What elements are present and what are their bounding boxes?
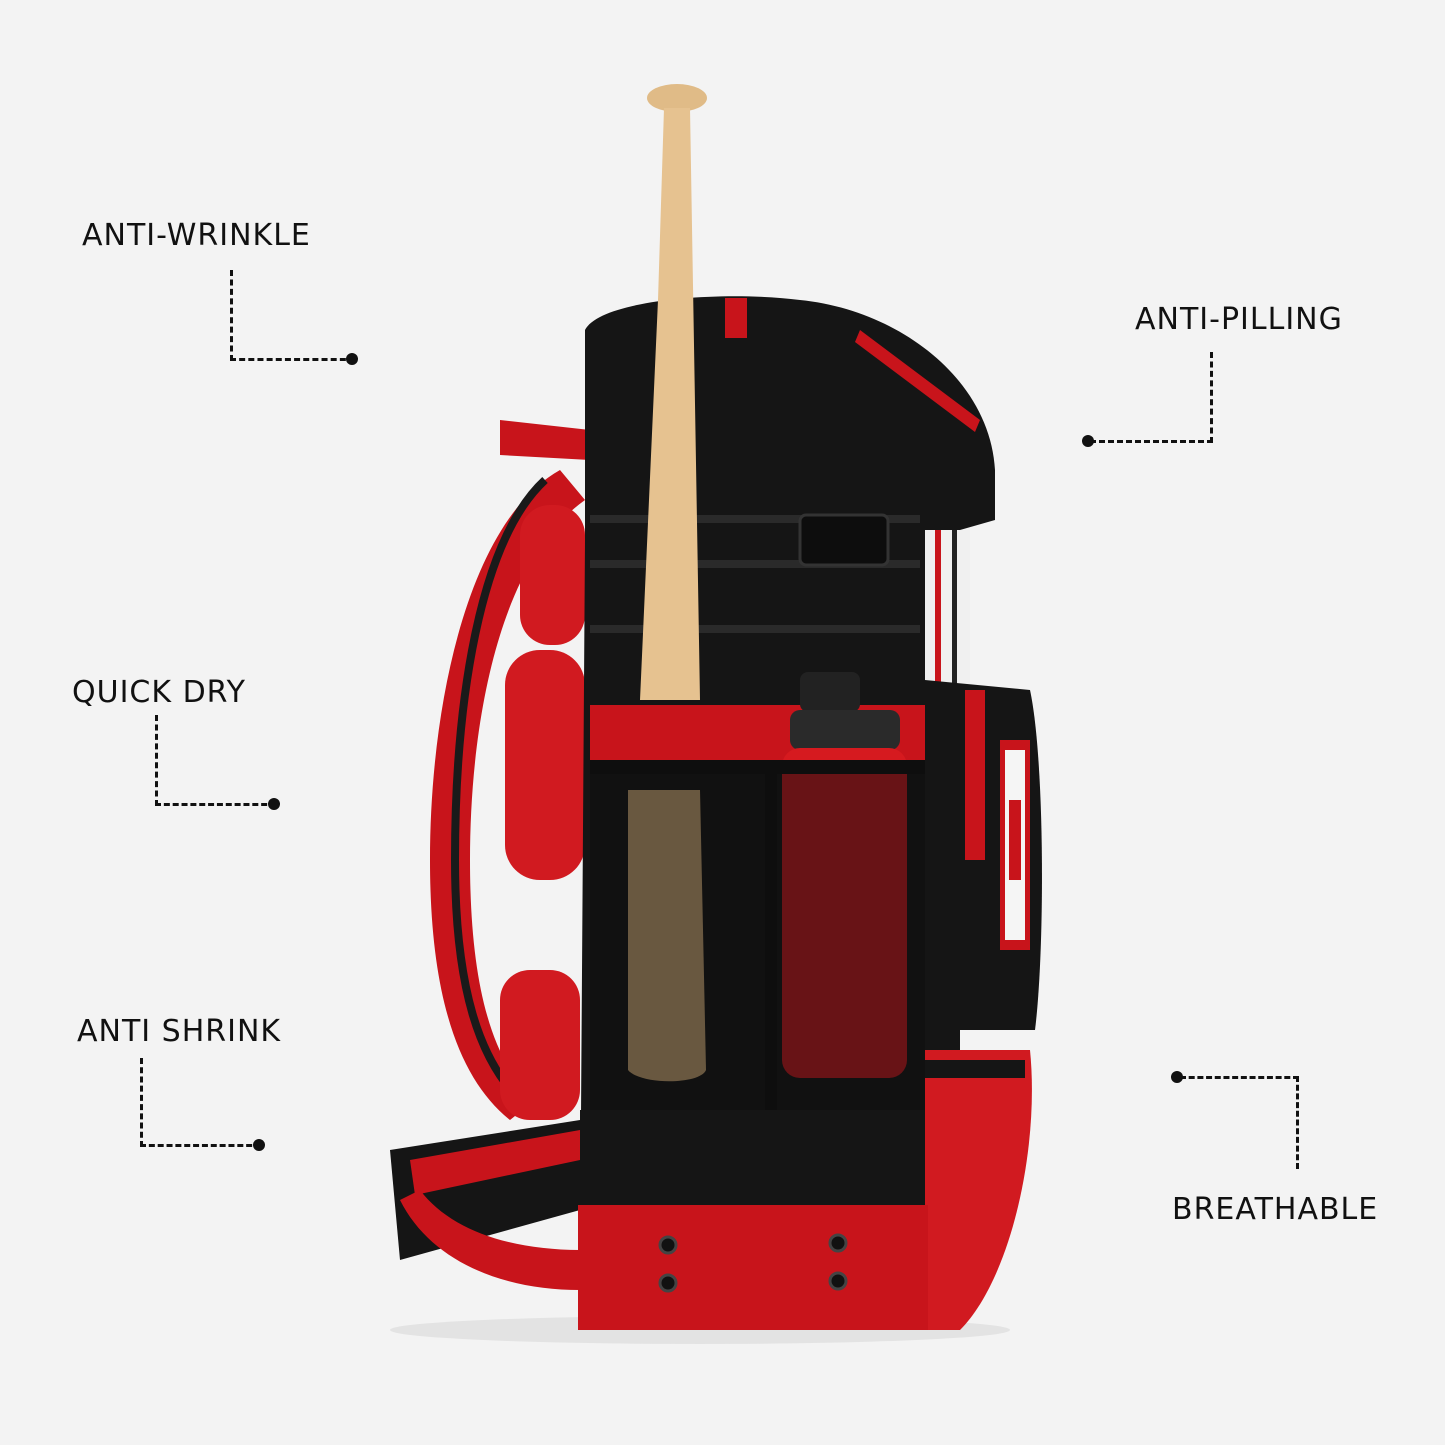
feature-label-breathable: BREATHABLE: [1172, 1192, 1379, 1227]
callout-line-anti-pilling: [1090, 352, 1213, 443]
feature-label-quick-dry: QUICK DRY: [72, 675, 246, 710]
callout-dot-quick-dry: [268, 798, 280, 810]
callout-line-breathable: [1180, 1076, 1299, 1169]
feature-label-anti-pilling: ANTI-PILLING: [1135, 302, 1343, 337]
feature-label-anti-wrinkle: ANTI-WRINKLE: [82, 218, 311, 253]
feature-label-anti-shrink: ANTI SHRINK: [77, 1014, 282, 1049]
callout-line-anti-shrink: [140, 1058, 261, 1147]
callout-dot-anti-pilling: [1082, 435, 1094, 447]
callout-dot-anti-shrink: [253, 1139, 265, 1151]
callout-dot-anti-wrinkle: [346, 353, 358, 365]
callout-line-quick-dry: [155, 715, 276, 806]
callout-dot-breathable: [1171, 1071, 1183, 1083]
callout-line-anti-wrinkle: [230, 270, 355, 361]
